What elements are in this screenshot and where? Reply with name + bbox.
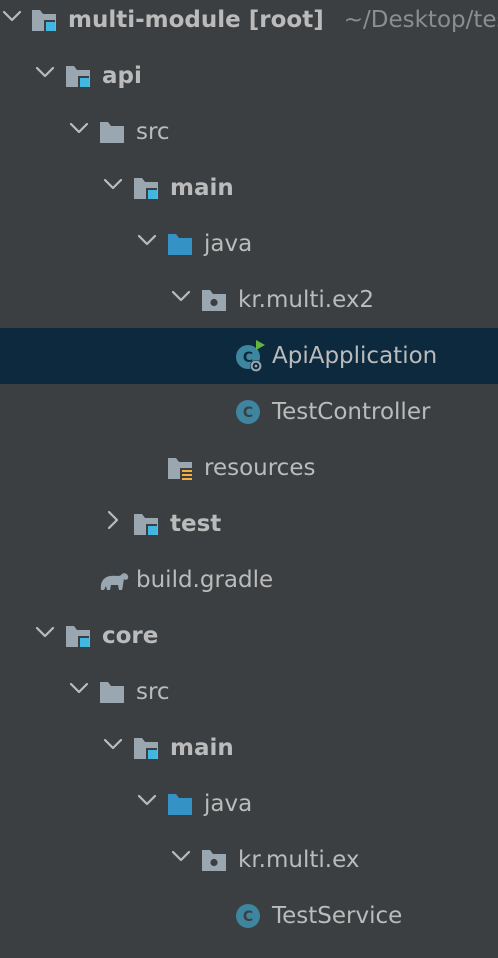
- resources-folder-icon: [168, 458, 193, 481]
- chevron-down-icon[interactable]: [101, 172, 125, 196]
- root-path: ~/Desktop/tes: [343, 7, 498, 33]
- module-folder-icon: [134, 738, 158, 759]
- folder-name-src: src: [136, 119, 170, 145]
- chevron-down-icon[interactable]: [33, 60, 57, 84]
- tree-row-api-package[interactable]: kr.multi.ex2: [0, 272, 498, 328]
- root-module-name: multi-module: [68, 7, 241, 33]
- source-folder-icon: [168, 794, 192, 815]
- chevron-down-icon[interactable]: [169, 284, 193, 308]
- tree-row-api-resources[interactable]: resources: [0, 440, 498, 496]
- package-icon: [202, 850, 226, 871]
- folder-icon: [100, 682, 124, 703]
- module-folder-icon: [66, 626, 90, 647]
- source-folder-icon: [168, 234, 192, 255]
- tree-row-test-controller[interactable]: C TestController: [0, 384, 498, 440]
- chevron-down-icon[interactable]: [101, 732, 125, 756]
- chevron-down-icon[interactable]: [67, 116, 91, 140]
- tree-row-root[interactable]: multi-module [root] ~/Desktop/tes: [0, 0, 498, 48]
- chevron-down-icon[interactable]: [33, 620, 57, 644]
- module-folder-icon: [32, 10, 56, 31]
- chevron-down-icon[interactable]: [0, 4, 24, 28]
- svg-text:C: C: [243, 350, 253, 366]
- tree-row-core[interactable]: core: [0, 608, 498, 664]
- tree-row-test-service[interactable]: C TestService: [0, 888, 498, 944]
- tree-row-core-src[interactable]: src: [0, 664, 498, 720]
- tree-row-api-java[interactable]: java: [0, 216, 498, 272]
- folder-name-test: test: [170, 511, 222, 537]
- folder-name-resources: resources: [204, 455, 316, 481]
- chevron-down-icon[interactable]: [135, 788, 159, 812]
- class-icon: C: [236, 904, 260, 928]
- chevron-down-icon[interactable]: [135, 228, 159, 252]
- spring-boot-class-icon: C: [236, 340, 265, 372]
- folder-name-java: java: [204, 231, 253, 257]
- module-name-core: core: [102, 623, 159, 649]
- module-folder-icon: [134, 514, 158, 535]
- tree-row-api-application[interactable]: C ApiApplication: [0, 328, 498, 384]
- chevron-down-icon[interactable]: [67, 676, 91, 700]
- class-icon: C: [236, 400, 260, 424]
- class-name-api-application: ApiApplication: [272, 343, 438, 369]
- tree-row-api-test[interactable]: test: [0, 496, 498, 552]
- package-icon: [202, 290, 226, 311]
- tree-row-core-java[interactable]: java: [0, 776, 498, 832]
- package-name: kr.multi.ex: [238, 847, 360, 873]
- file-name-build-gradle: build.gradle: [136, 567, 274, 593]
- tree-row-api[interactable]: api: [0, 48, 498, 104]
- gradle-elephant-icon: [100, 573, 129, 590]
- folder-name-src: src: [136, 679, 170, 705]
- class-name-test-controller: TestController: [272, 399, 431, 425]
- chevron-down-icon[interactable]: [169, 844, 193, 868]
- module-folder-icon: [134, 178, 158, 199]
- svg-text:C: C: [243, 909, 253, 925]
- chevron-right-icon[interactable]: [101, 508, 125, 532]
- class-name-test-service: TestService: [272, 903, 403, 929]
- tree-row-core-main[interactable]: main: [0, 720, 498, 776]
- root-tag: [root]: [248, 7, 324, 33]
- folder-name-main: main: [170, 735, 234, 761]
- module-folder-icon: [66, 66, 90, 87]
- folder-icon: [100, 122, 124, 143]
- folder-name-java: java: [204, 791, 253, 817]
- svg-text:C: C: [243, 405, 253, 421]
- module-name-api: api: [102, 63, 142, 89]
- tree-row-api-main[interactable]: main: [0, 160, 498, 216]
- package-name: kr.multi.ex2: [238, 287, 375, 313]
- tree-row-core-package[interactable]: kr.multi.ex: [0, 832, 498, 888]
- tree-row-build-gradle[interactable]: build.gradle: [0, 552, 498, 608]
- folder-name-main: main: [170, 175, 234, 201]
- tree-row-api-src[interactable]: src: [0, 104, 498, 160]
